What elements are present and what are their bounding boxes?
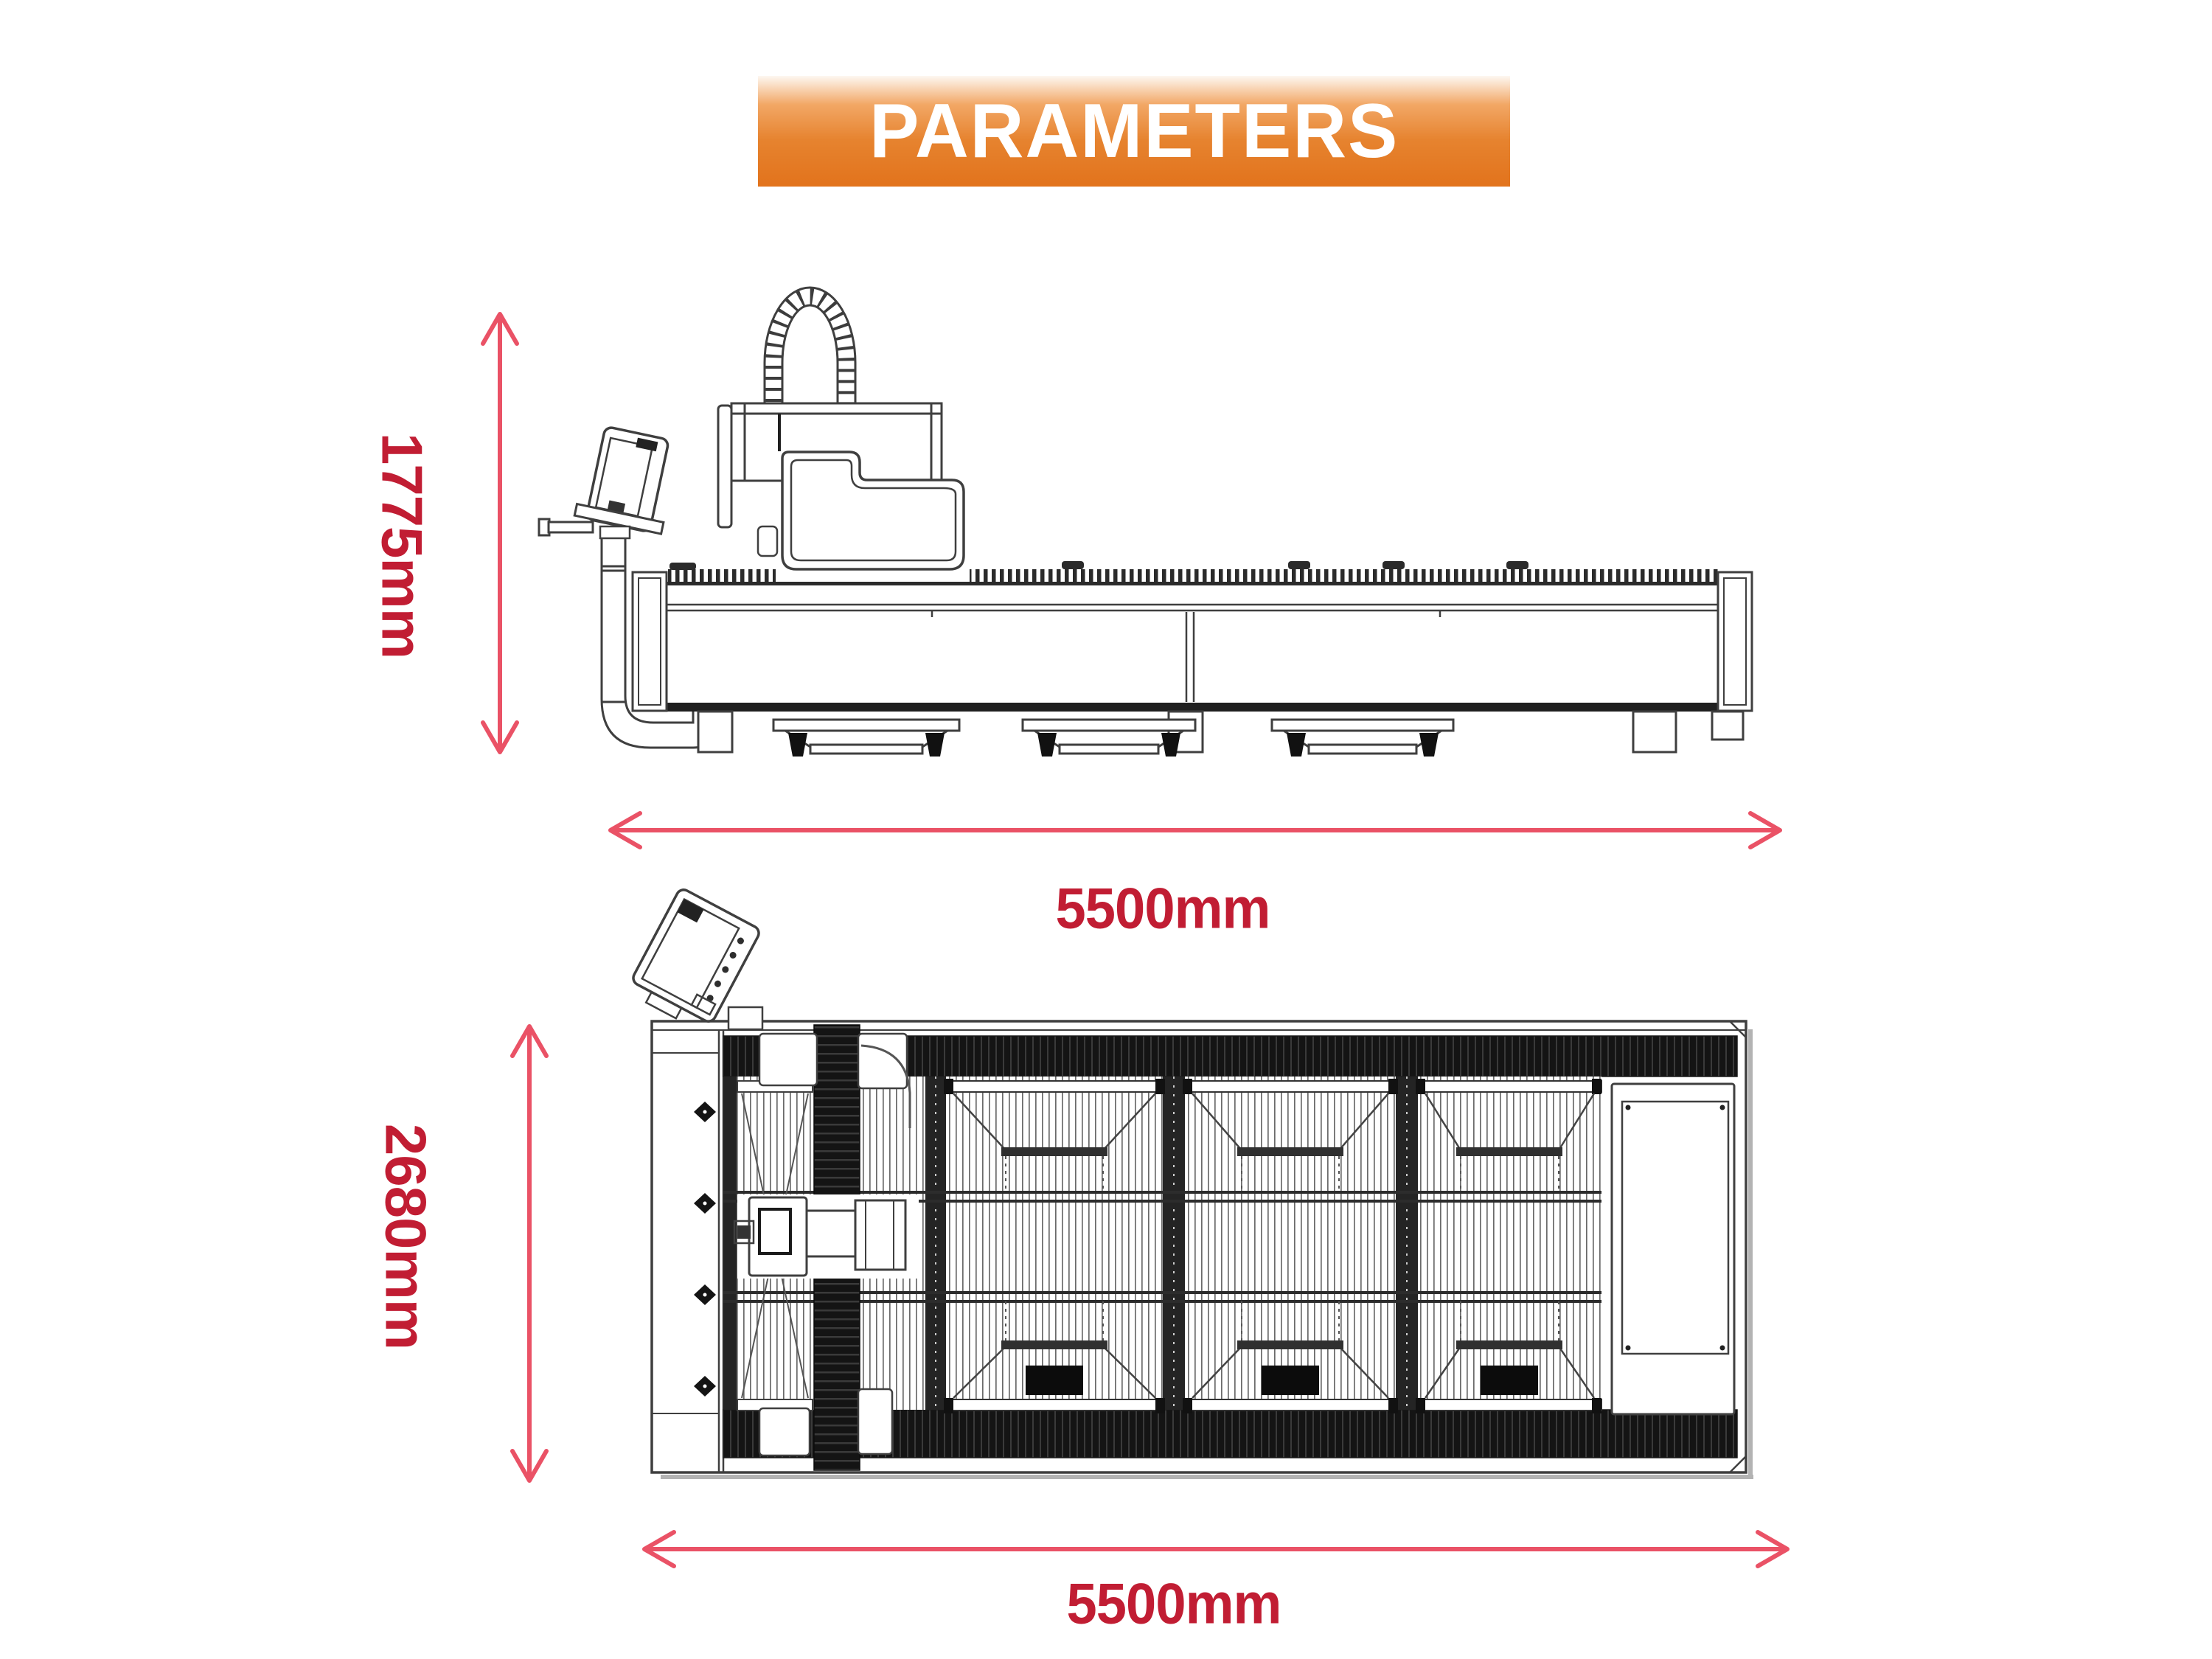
top-width-label: 5500mm [1066, 1571, 1282, 1636]
laser-head-carriage [733, 1194, 919, 1279]
cable-chain-icon [763, 286, 857, 413]
parameters-banner: PARAMETERS [758, 76, 1510, 187]
table-section-frame-3 [1416, 1079, 1602, 1413]
laser-head-cover [757, 451, 965, 571]
machine-bed [642, 561, 1753, 712]
cable-conduit [860, 1044, 911, 1128]
top-depth-label: 2680mm [373, 1123, 439, 1350]
page-title: PARAMETERS [869, 88, 1399, 174]
pallet-foot [1021, 718, 1197, 757]
top-view-drawing [632, 888, 1753, 1479]
side-height-arrow [481, 312, 519, 754]
top-depth-arrow [510, 1024, 549, 1483]
gantry-end-trucks [758, 1032, 908, 1457]
control-monitor [538, 426, 714, 749]
side-width-label: 5500mm [1055, 875, 1271, 941]
machine-feet [697, 710, 1745, 757]
top-width-arrow [642, 1530, 1790, 1568]
gantry-column [717, 402, 943, 529]
exchange-table-area [1610, 1082, 1736, 1416]
table-section-frame-2 [1183, 1079, 1398, 1413]
pallet-foot [772, 718, 961, 757]
side-width-arrow [608, 811, 1782, 849]
bed-end-caps [631, 571, 1753, 712]
side-view-drawing [538, 286, 1753, 757]
control-panel-plan [632, 888, 760, 1023]
pallet-foot [1270, 718, 1455, 757]
side-height-label: 1775mm [369, 432, 435, 659]
panel-mount [727, 1006, 764, 1031]
table-section-frame-1 [944, 1079, 1165, 1413]
